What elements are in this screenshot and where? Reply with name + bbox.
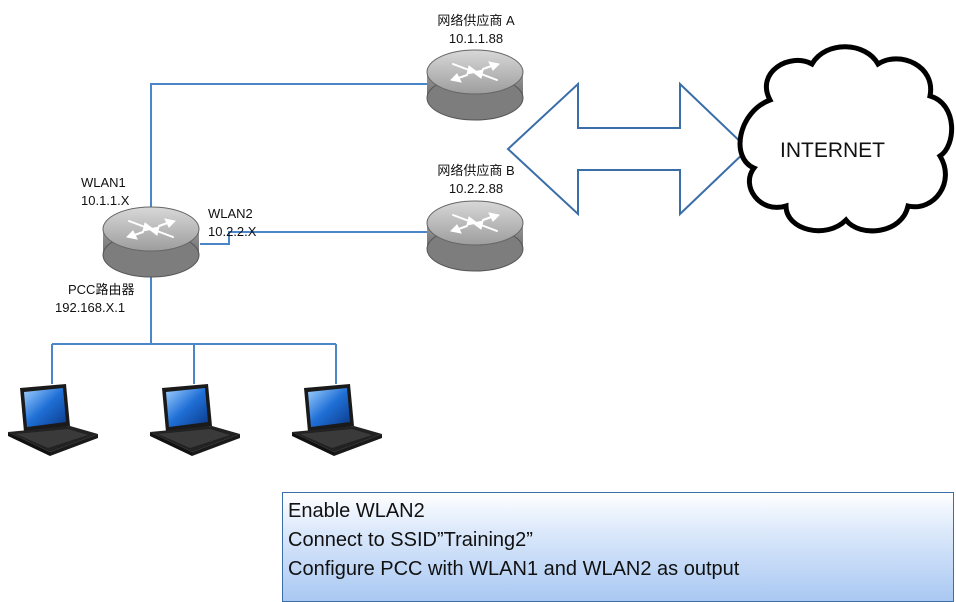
link-wlan1-isp-a [150,83,428,216]
wlan1-ip: 10.1.1.X [81,193,130,208]
wlan1-name: WLAN1 [81,175,126,190]
wlan2-name: WLAN2 [208,206,253,221]
note-line: Connect to SSID”Training2” [288,529,533,551]
laptop-icon [292,384,382,456]
isp-b-name: 网络供应商 B [437,163,515,178]
laptop-icon [150,384,240,456]
isp-b-ip: 10.2.2.88 [448,181,504,196]
link-wlan2-isp-b [200,231,428,245]
bidirectional-arrow-icon [506,81,750,217]
pcc-router-ip: 192.168.X.1 [55,300,126,315]
pcc-router-icon [102,206,200,278]
pcc-router-name: PCC路由器 [68,282,135,297]
isp-a-router-icon [426,49,524,121]
note-line: Configure PCC with WLAN1 and WLAN2 as ou… [288,558,740,580]
isp-b-router-icon [426,200,524,272]
internet-cloud-icon [737,44,954,234]
laptop-icon [8,384,98,456]
instruction-note: Enable WLAN2 Connect to SSID”Training2” … [282,492,954,602]
internet-label: INTERNET [780,139,885,162]
isp-a-ip: 10.1.1.88 [448,31,504,46]
wlan2-ip: 10.2.2.X [208,224,257,239]
note-line: Enable WLAN2 [288,500,425,522]
isp-a-name: 网络供应商 A [437,13,515,28]
